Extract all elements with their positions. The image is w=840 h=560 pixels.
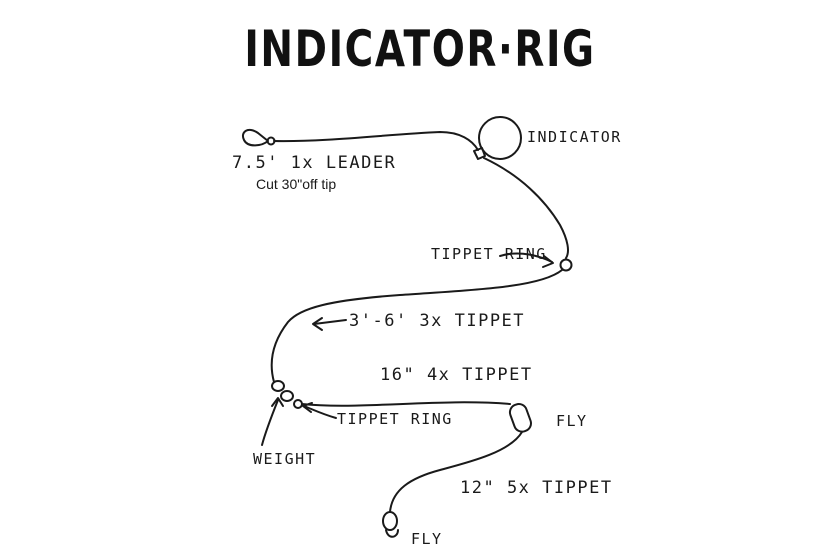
fly-lower <box>382 511 398 531</box>
leader-line <box>273 131 479 151</box>
fly-upper <box>508 403 532 433</box>
indicator-peg <box>473 147 486 160</box>
tippet-5x-line <box>389 431 523 513</box>
weight-shot-1 <box>271 380 285 392</box>
tippet-ring-upper <box>559 258 573 272</box>
label-tippet-ring-lower: TIPPET RING <box>337 410 453 428</box>
leader-loop <box>242 129 269 147</box>
label-indicator: INDICATOR <box>527 128 622 146</box>
fly-lower-hook <box>385 529 399 538</box>
arrow-tippet-ring-upper <box>499 252 554 268</box>
arrow-3x-tippet <box>312 317 347 331</box>
label-leader-note: Cut 30"off tip <box>256 176 337 192</box>
label-leader: 7.5' 1x LEADER <box>232 153 397 173</box>
label-weight: WEIGHT <box>253 450 317 468</box>
label-tippet-ring-upper: TIPPET RING <box>431 245 547 263</box>
indicator-bobber <box>478 116 522 160</box>
label-fly-upper: FLY <box>556 412 588 430</box>
weight-shot-2 <box>280 390 294 402</box>
label-fly-lower: FLY <box>411 530 443 548</box>
arrow-weight <box>261 397 284 446</box>
label-tippet-3x: 3'-6' 3x TIPPET <box>349 311 526 331</box>
diagram-title: INDICATOR·RIG <box>244 20 596 78</box>
tippet-line-to-ring <box>483 157 569 259</box>
tippet-ring-lower <box>293 399 303 409</box>
arrow-tippet-ring-lower <box>302 402 337 419</box>
label-tippet-5x: 12" 5x TIPPET <box>460 478 613 498</box>
tippet-4x-line <box>301 401 511 407</box>
tippet-3x-line <box>270 269 563 383</box>
label-tippet-4x: 16" 4x TIPPET <box>380 365 533 385</box>
